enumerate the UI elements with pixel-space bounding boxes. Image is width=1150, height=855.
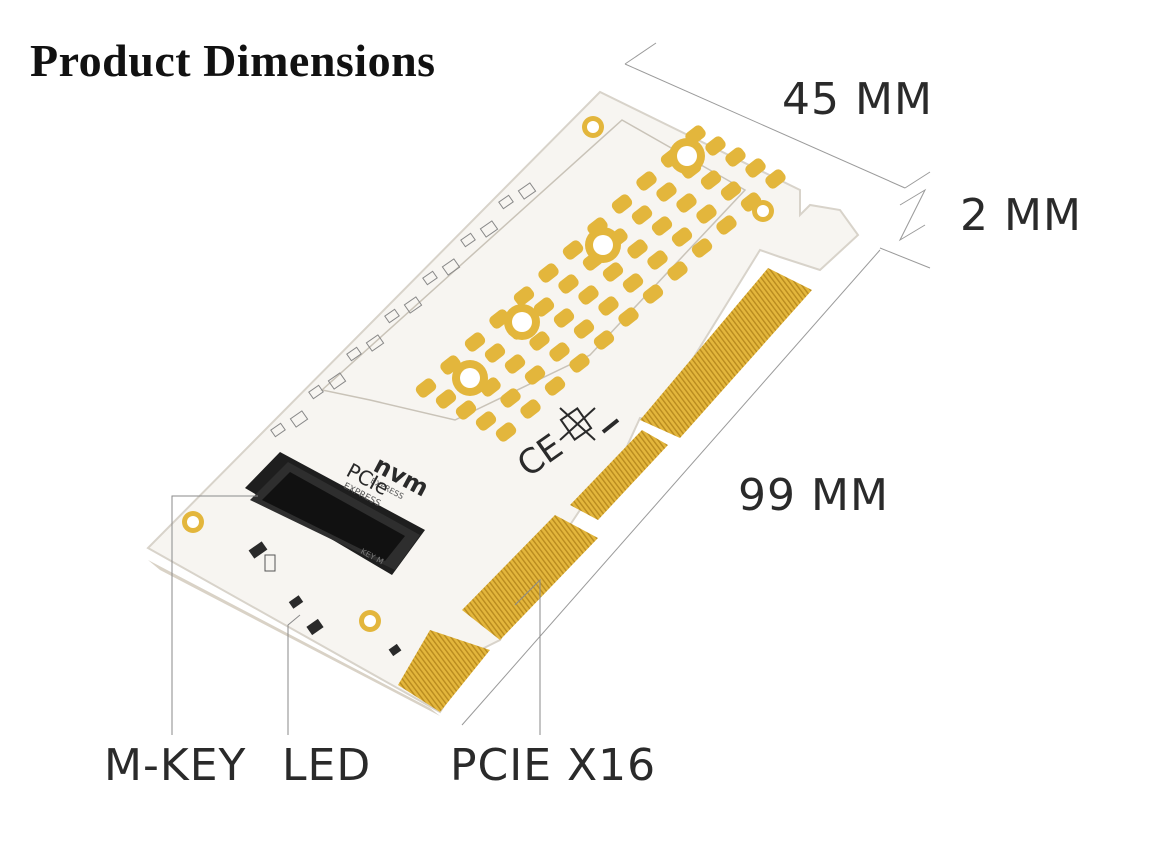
thermal-pad — [562, 240, 584, 260]
silkscreen-box — [384, 308, 400, 324]
pcie-callout-line — [514, 578, 541, 735]
ssd-area-outline — [320, 119, 747, 421]
thermal-pad — [636, 171, 657, 191]
smd-components — [248, 541, 402, 657]
thermal-pad — [573, 319, 595, 339]
thermal-pad — [415, 378, 437, 398]
thermal-pad — [720, 181, 742, 201]
length-dimension-label: 99 MM — [738, 470, 889, 521]
width-extension-line-right — [904, 171, 931, 189]
pcie-callout-label: PCIE X16 — [450, 740, 657, 791]
thermal-pad — [651, 216, 673, 236]
pcie-fingers-segment-3 — [462, 515, 598, 640]
led-component — [248, 541, 268, 559]
silkscreen-box — [479, 220, 499, 238]
thermal-pad — [484, 343, 506, 363]
silkscreen-box — [346, 346, 362, 362]
thermal-pad — [627, 239, 648, 259]
thermal-pad — [642, 284, 664, 304]
silkscreen-box — [308, 384, 324, 400]
thermal-pad — [464, 332, 486, 352]
thermal-pad — [602, 262, 624, 282]
silkscreen-box — [422, 270, 438, 286]
thermal-pad — [544, 376, 566, 396]
silkscreen-box — [365, 334, 385, 352]
thermal-pad — [631, 205, 653, 225]
thermal-pad — [553, 308, 575, 328]
m-key-callout-label: M-KEY — [104, 740, 247, 791]
pcie-fingers-segment-4 — [398, 630, 490, 712]
m-key-callout-line — [171, 495, 258, 735]
thickness-guide — [898, 188, 927, 242]
thermal-pad — [500, 388, 521, 408]
board-edge — [148, 560, 440, 716]
silkscreen-box — [327, 372, 347, 390]
width-extension-line — [624, 63, 906, 189]
thermal-pad — [549, 342, 570, 362]
silkscreen-box — [460, 232, 476, 248]
silkscreen-box — [403, 296, 423, 314]
thermal-pad — [696, 204, 717, 224]
thermal-pad — [691, 238, 713, 258]
thermal-pad — [656, 182, 677, 202]
thermal-pad — [716, 215, 737, 235]
thermal-pad — [533, 297, 555, 317]
thermal-pad — [647, 250, 668, 270]
thermal-pad — [611, 194, 633, 214]
thermal-pad — [569, 353, 590, 373]
page-title: Product Dimensions — [30, 35, 436, 86]
thermal-pad — [700, 170, 722, 190]
dimension-lines — [461, 42, 931, 726]
thickness-extension-line — [879, 247, 931, 269]
thermal-pad — [598, 296, 619, 316]
thermal-pad — [676, 193, 697, 213]
thermal-pad — [455, 400, 477, 420]
silkscreen-box — [517, 182, 537, 200]
thermal-pad — [622, 273, 644, 293]
thermal-pad — [671, 227, 693, 247]
silkscreen-box — [498, 194, 514, 210]
thermal-pad — [765, 169, 786, 189]
thermal-pad — [495, 422, 517, 442]
thermal-pad — [618, 307, 639, 327]
silkscreen-box — [441, 258, 461, 276]
thermal-pad — [558, 274, 579, 294]
m2-key-m-connector — [245, 452, 425, 575]
led-callout-line — [287, 614, 301, 735]
led-callout-label: LED — [282, 740, 372, 791]
mounting-holes — [182, 116, 774, 632]
led-component — [288, 595, 304, 609]
silkscreen-markings — [270, 182, 537, 438]
thermal-pad — [667, 261, 688, 281]
thermal-pad — [745, 158, 766, 178]
silkscreen-box — [289, 410, 309, 428]
thermal-pad — [524, 365, 546, 385]
thermal-pad — [578, 285, 599, 305]
thermal-pad — [520, 399, 541, 419]
thermal-pad — [475, 411, 497, 431]
thermal-pad — [529, 331, 550, 351]
thermal-pad — [705, 136, 726, 156]
weee-icon — [559, 407, 620, 441]
thermal-pad — [513, 286, 535, 306]
callout-lines — [171, 495, 541, 735]
thermal-pad — [725, 147, 746, 167]
thermal-pad — [593, 330, 615, 350]
thickness-dimension-label: 2 MM — [960, 190, 1082, 241]
thermal-pad — [504, 354, 526, 374]
length-extension-line — [461, 249, 881, 726]
thermal-pad — [435, 389, 457, 409]
width-extension-line-left — [624, 42, 657, 65]
thermal-pad — [538, 263, 559, 283]
width-dimension-label: 45 MM — [782, 74, 933, 125]
pcie-fingers-segment-1 — [640, 268, 812, 438]
pcie-fingers-segment-2 — [570, 430, 668, 520]
silkscreen-box — [270, 422, 286, 438]
